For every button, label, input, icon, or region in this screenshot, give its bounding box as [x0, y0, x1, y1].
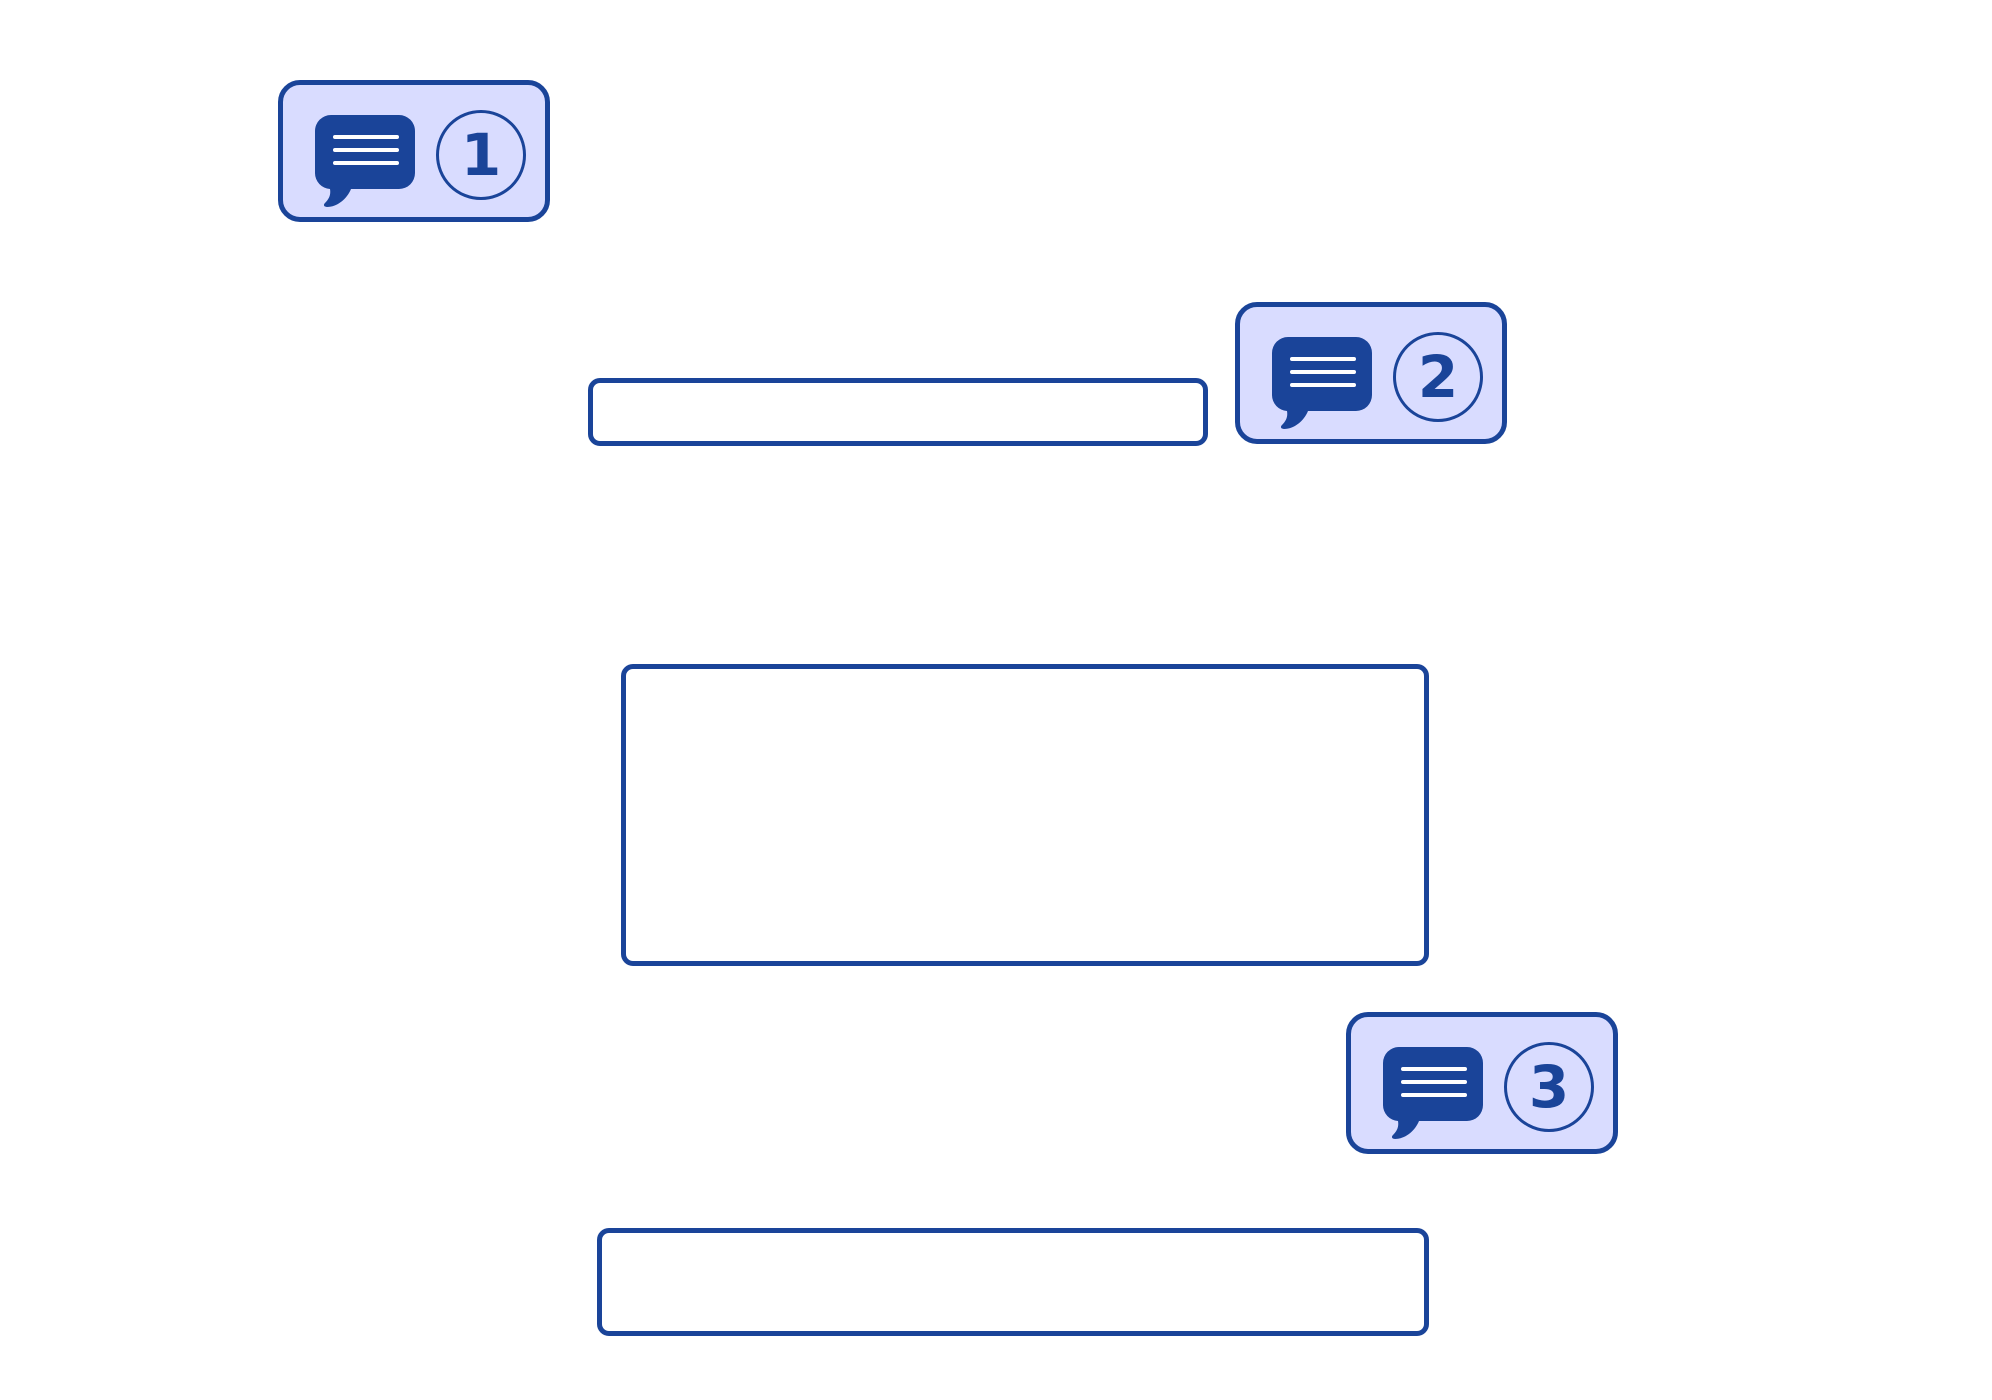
comment-marker-2[interactable]: 2	[1235, 302, 1507, 444]
text-area-2[interactable]	[621, 664, 1429, 966]
comment-icon	[1272, 337, 1372, 429]
comment-number-badge: 1	[436, 110, 526, 200]
comment-marker-1[interactable]: 1	[278, 80, 550, 222]
comment-number-badge: 2	[1393, 332, 1483, 422]
comment-marker-3[interactable]: 3	[1346, 1012, 1618, 1154]
text-input-1[interactable]	[588, 378, 1208, 446]
comment-number-badge: 3	[1504, 1042, 1594, 1132]
comment-icon	[1383, 1047, 1483, 1139]
comment-icon	[315, 115, 415, 207]
text-input-3[interactable]	[597, 1228, 1429, 1336]
